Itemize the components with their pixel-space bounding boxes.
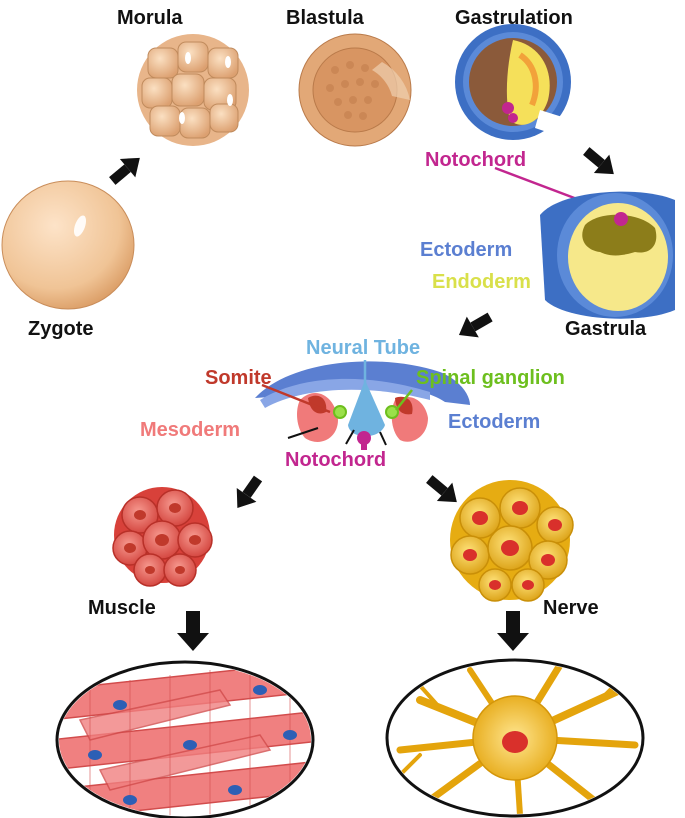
notochord-pointer-left bbox=[345, 429, 355, 445]
arrow-muscle-to-tissue bbox=[177, 611, 209, 651]
arrow-gastrula-to-neurula bbox=[458, 312, 493, 338]
label-endoderm: Endoderm bbox=[432, 271, 531, 293]
label-blastula: Blastula bbox=[286, 7, 364, 29]
nerve-cell-cluster bbox=[450, 480, 574, 602]
notochord-pointer-right bbox=[379, 431, 387, 446]
label-muscle: Muscle bbox=[88, 597, 156, 619]
arrow-zygote-to-morula bbox=[109, 157, 140, 185]
label-zygote: Zygote bbox=[28, 318, 94, 340]
nerve-tissue-illustration bbox=[385, 658, 645, 818]
morula-illustration bbox=[137, 34, 249, 146]
label-nerve: Nerve bbox=[543, 597, 599, 619]
mesoderm-pointer bbox=[287, 427, 319, 439]
flow-arrows bbox=[109, 147, 614, 651]
somite-pointer bbox=[261, 383, 331, 414]
label-spinal-ganglion: Spinal ganglion bbox=[416, 367, 565, 389]
gastrula-illustration bbox=[540, 191, 675, 319]
arrow-neurula-to-nerve bbox=[426, 475, 457, 503]
label-gastrulation: Gastrulation bbox=[455, 7, 573, 29]
label-ectoderm-gastrula: Ectoderm bbox=[420, 239, 513, 261]
muscle-tissue-illustration bbox=[55, 660, 315, 818]
neurula-cross-section bbox=[255, 361, 470, 450]
arrow-nerve-to-tissue bbox=[497, 611, 529, 651]
label-notochord-top: Notochord bbox=[425, 149, 527, 171]
arrow-gastrulation-to-gastrula bbox=[583, 147, 614, 175]
label-somite: Somite bbox=[205, 367, 272, 389]
label-neural-tube: Neural Tube bbox=[306, 337, 421, 359]
spinal-ganglion-pointer bbox=[395, 389, 413, 411]
blastula-illustration bbox=[298, 33, 412, 147]
zygote-illustration bbox=[1, 180, 135, 310]
label-gastrula: Gastrula bbox=[565, 318, 647, 340]
gastrulation-illustration bbox=[455, 24, 572, 140]
label-morula: Morula bbox=[117, 7, 183, 29]
arrow-neurula-to-muscle bbox=[236, 475, 263, 509]
muscle-cell-cluster bbox=[112, 487, 213, 587]
label-notochord-bottom: Notochord bbox=[285, 449, 387, 471]
label-mesoderm: Mesoderm bbox=[140, 419, 241, 441]
label-ectoderm-neurula: Ectoderm bbox=[448, 411, 541, 433]
